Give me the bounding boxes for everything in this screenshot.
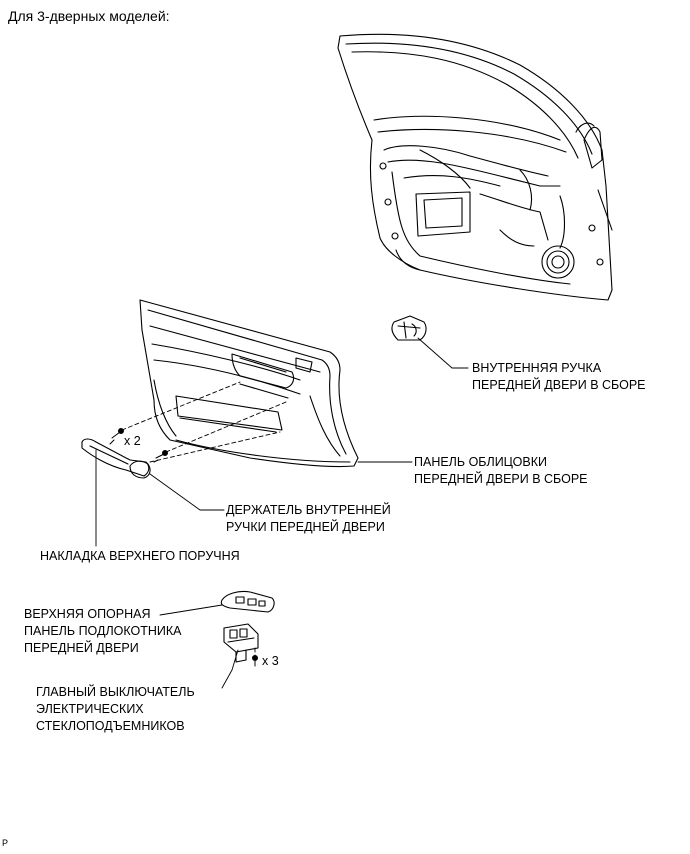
door-frame-illustration (337, 33, 613, 301)
armrest-cover-illustration (81, 438, 150, 477)
window-switch-illustration (223, 623, 259, 663)
corner-mark: P (2, 838, 9, 848)
label-window-switch: ГЛАВНЫЙ ВЫКЛЮЧАТЕЛЬ ЭЛЕКТРИЧЕСКИХ СТЕКЛО… (36, 685, 195, 733)
label-armrest-cover: НАКЛАДКА ВЕРХНЕГО ПОРУЧНЯ (40, 549, 240, 563)
armrest-base-illustration (220, 590, 275, 613)
quantity-switch-screws: x 3 (262, 654, 279, 668)
page-heading: Для 3-дверных моделей: (8, 8, 170, 24)
door-trim-panel-illustration (139, 299, 359, 468)
quantity-panel-screws: x 2 (124, 434, 141, 448)
label-inner-handle: ВНУТРЕННЯЯ РУЧКА ПЕРЕДНЕЙ ДВЕРИ В СБОРЕ (472, 361, 646, 392)
inner-handle-illustration (391, 315, 427, 341)
label-armrest-base: ВЕРХНЯЯ ОПОРНАЯ ПАНЕЛЬ ПОДЛОКОТНИКА ПЕРЕ… (24, 607, 182, 655)
leader-lines (95, 337, 469, 689)
handle-holder-illustration (129, 460, 151, 479)
assembly-lines (121, 381, 287, 659)
label-trim-panel: ПАНЕЛЬ ОБЛИЦОВКИ ПЕРЕДНЕЙ ДВЕРИ В СБОРЕ (414, 455, 588, 486)
label-handle-holder: ДЕРЖАТЕЛЬ ВНУТРЕННЕЙ РУЧКИ ПЕРЕДНЕЙ ДВЕР… (226, 503, 391, 534)
